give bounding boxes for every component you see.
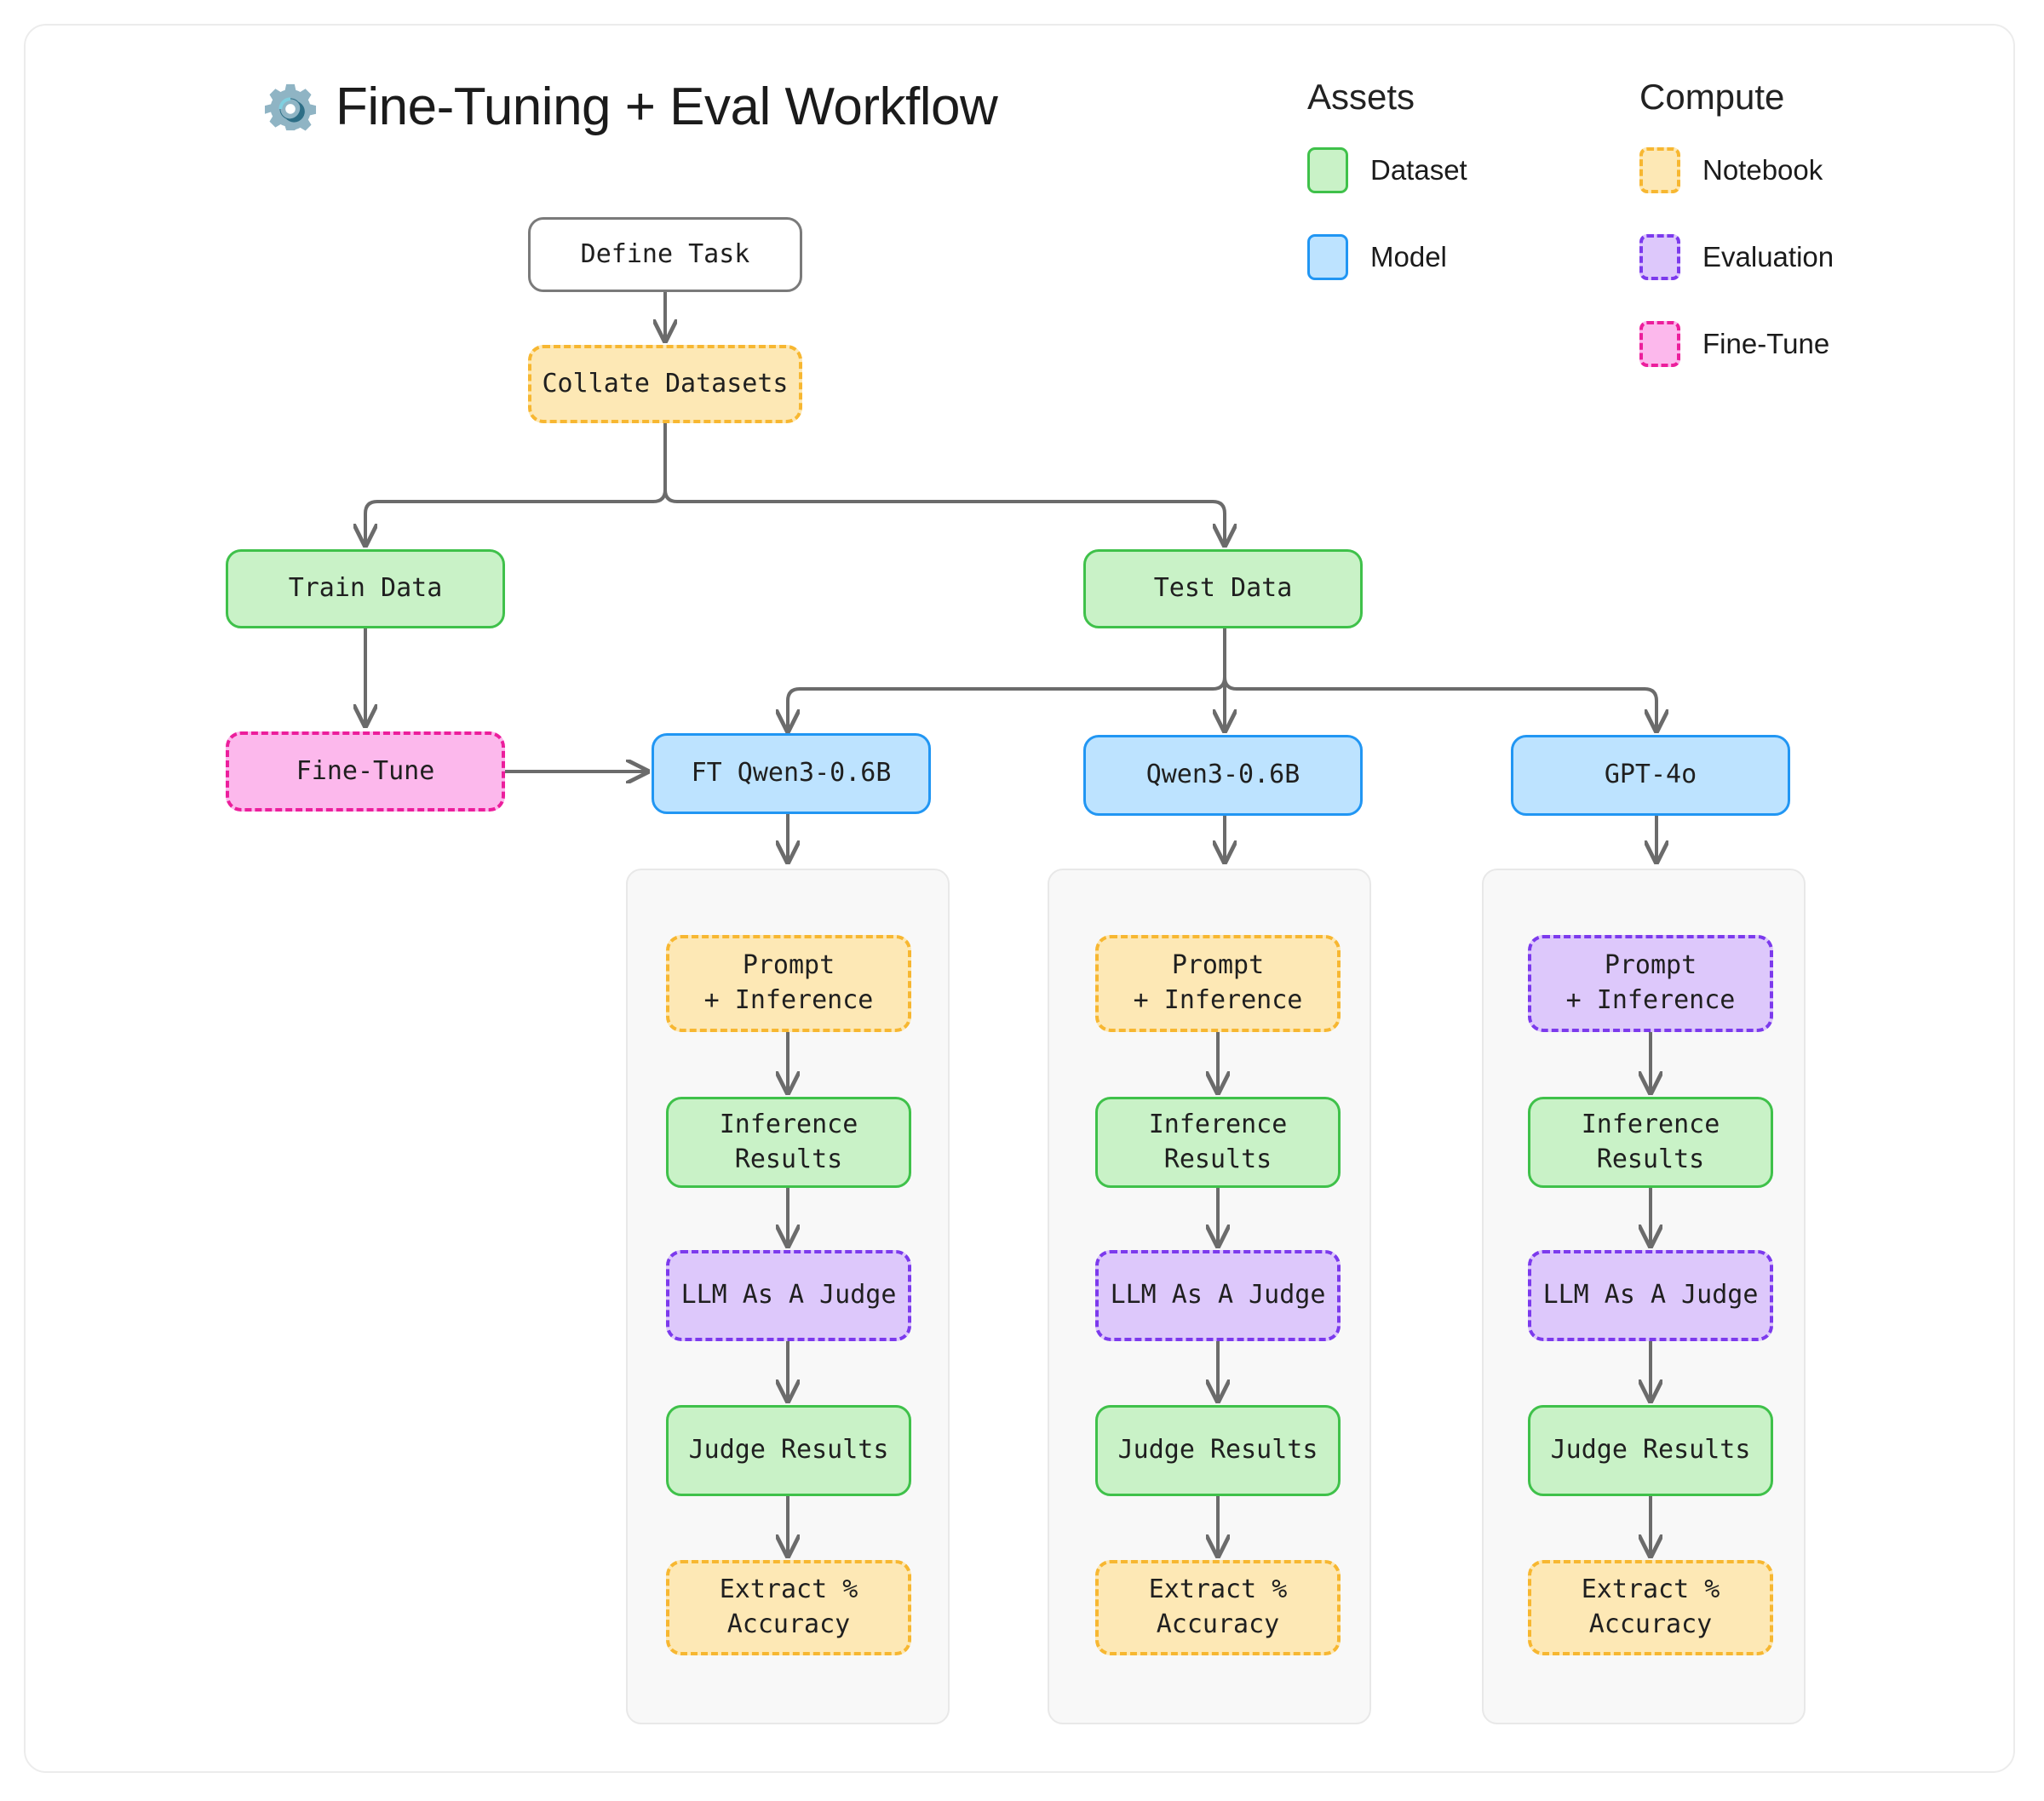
legend-label-dataset: Dataset xyxy=(1370,154,1467,186)
node-qwen3-0-6b[interactable]: Qwen3-0.6B xyxy=(1083,735,1363,816)
node-col3-prompt-inference[interactable]: Prompt + Inference xyxy=(1528,935,1773,1032)
node-col2-prompt-inference[interactable]: Prompt + Inference xyxy=(1095,935,1341,1032)
node-col2-extract-accuracy[interactable]: Extract % Accuracy xyxy=(1095,1560,1341,1655)
legend-compute-title: Compute xyxy=(1639,77,1785,117)
legend-item-model: Model xyxy=(1307,230,1467,284)
gear-icon xyxy=(264,83,317,131)
legend-swatch-finetune xyxy=(1639,321,1680,367)
node-gpt-4o[interactable]: GPT-4o xyxy=(1511,735,1790,816)
legend-compute: Compute Notebook Evaluation Fine-Tune xyxy=(1639,77,1834,404)
legend-item-evaluation: Evaluation xyxy=(1639,230,1834,284)
legend-assets-title: Assets xyxy=(1307,77,1415,117)
node-col1-llm-as-a-judge[interactable]: LLM As A Judge xyxy=(666,1250,911,1341)
node-define-task[interactable]: Define Task xyxy=(528,217,802,292)
node-test-data[interactable]: Test Data xyxy=(1083,549,1363,628)
node-col1-extract-accuracy[interactable]: Extract % Accuracy xyxy=(666,1560,911,1655)
node-fine-tune[interactable]: Fine-Tune xyxy=(226,731,505,812)
node-col2-inference-results[interactable]: Inference Results xyxy=(1095,1097,1341,1188)
node-col2-judge-results[interactable]: Judge Results xyxy=(1095,1405,1341,1496)
node-col3-judge-results[interactable]: Judge Results xyxy=(1528,1405,1773,1496)
legend-swatch-model xyxy=(1307,234,1348,280)
node-train-data[interactable]: Train Data xyxy=(226,549,505,628)
node-col1-judge-results[interactable]: Judge Results xyxy=(666,1405,911,1496)
legend-label-model: Model xyxy=(1370,241,1447,272)
legend-item-finetune: Fine-Tune xyxy=(1639,317,1834,371)
legend-assets: Assets Dataset Model xyxy=(1307,77,1467,317)
node-col1-inference-results[interactable]: Inference Results xyxy=(666,1097,911,1188)
legend-label-evaluation: Evaluation xyxy=(1702,241,1834,272)
legend-label-finetune: Fine-Tune xyxy=(1702,328,1830,359)
legend-swatch-evaluation xyxy=(1639,234,1680,280)
legend-label-notebook: Notebook xyxy=(1702,154,1823,186)
legend-item-notebook: Notebook xyxy=(1639,143,1834,198)
node-col3-extract-accuracy[interactable]: Extract % Accuracy xyxy=(1528,1560,1773,1655)
legend-swatch-dataset xyxy=(1307,147,1348,193)
node-col3-inference-results[interactable]: Inference Results xyxy=(1528,1097,1773,1188)
legend-swatch-notebook xyxy=(1639,147,1680,193)
node-ft-qwen3-0-6b[interactable]: FT Qwen3-0.6B xyxy=(652,733,931,814)
node-collate-datasets[interactable]: Collate Datasets xyxy=(528,345,802,423)
page-title: Fine-Tuning + Eval Workflow xyxy=(264,77,998,137)
legend-item-dataset: Dataset xyxy=(1307,143,1467,198)
node-col3-llm-as-a-judge[interactable]: LLM As A Judge xyxy=(1528,1250,1773,1341)
title-text: Fine-Tuning + Eval Workflow xyxy=(336,77,998,136)
node-col2-llm-as-a-judge[interactable]: LLM As A Judge xyxy=(1095,1250,1341,1341)
node-col1-prompt-inference[interactable]: Prompt + Inference xyxy=(666,935,911,1032)
